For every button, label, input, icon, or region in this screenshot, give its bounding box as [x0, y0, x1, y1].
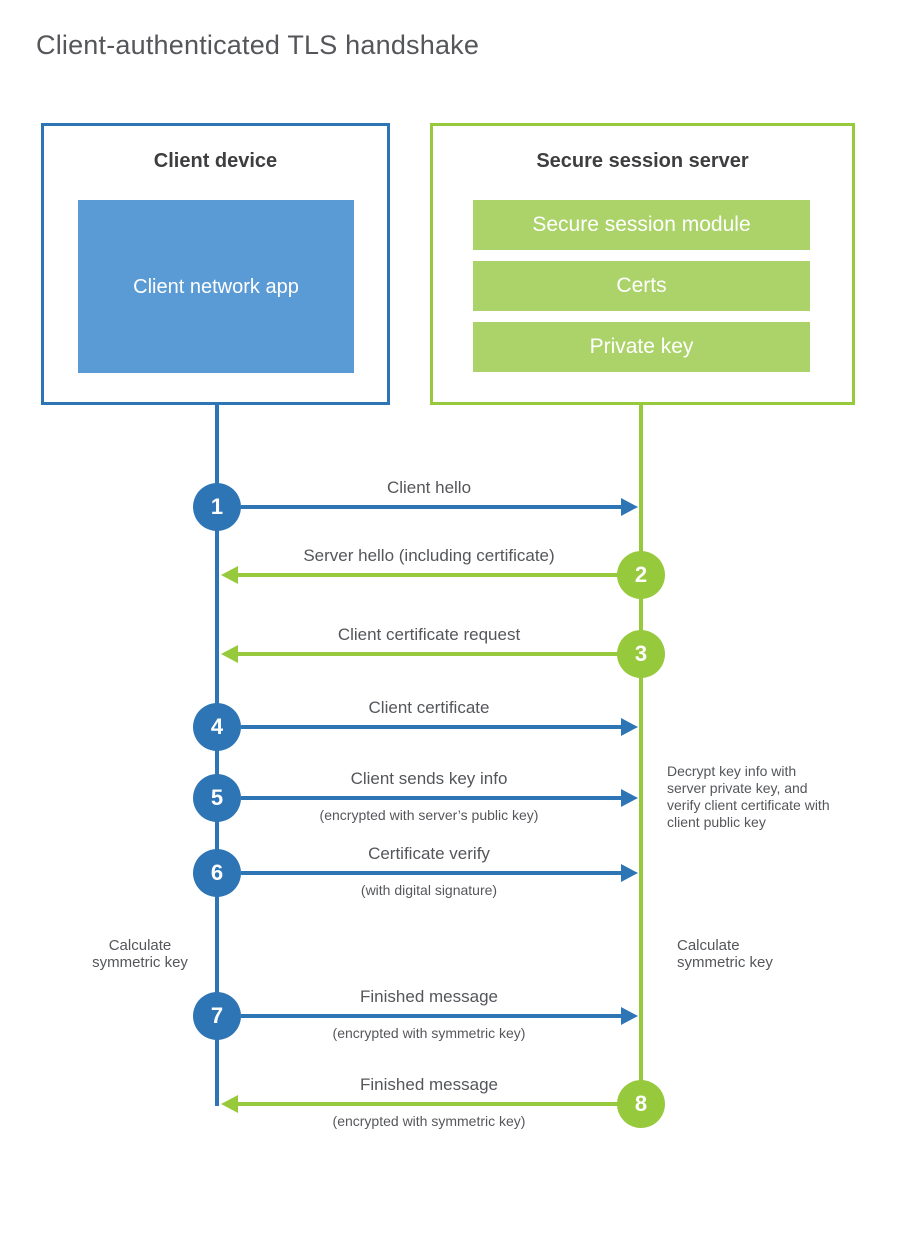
client-network-app-label: Client network app — [133, 275, 299, 298]
arrowhead-right-icon — [621, 1007, 638, 1025]
note-decrypt-key-info: Decrypt key info with server private key… — [667, 763, 830, 830]
step-3-number: 3 — [634, 641, 648, 666]
step-5-number: 5 — [210, 785, 224, 810]
step-3-circle: 3 — [617, 630, 665, 678]
step-7-label: Finished message — [360, 987, 498, 1006]
arrowhead-left-icon — [221, 645, 238, 663]
server-lifeline — [639, 405, 643, 1104]
arrowhead-right-icon — [621, 864, 638, 882]
step-7-sublabel: (encrypted with symmetric key) — [332, 1025, 526, 1041]
step-2-circle: 2 — [617, 551, 665, 599]
arrowhead-right-icon — [621, 498, 638, 516]
step-3-label: Client certificate request — [337, 625, 521, 644]
step-7-arrow — [241, 1014, 621, 1018]
step-1-arrow — [241, 505, 621, 509]
step-2-label: Server hello (including certificate) — [303, 546, 555, 565]
step-8-circle: 8 — [617, 1080, 665, 1128]
server-box-title: Secure session server — [536, 150, 749, 172]
step-4-label: Client certificate — [368, 698, 490, 717]
step-8-arrow — [237, 1102, 618, 1106]
step-8-number: 8 — [634, 1091, 648, 1116]
step-2-number: 2 — [634, 562, 648, 587]
arrowhead-left-icon — [221, 566, 238, 584]
module-bar-secure-session: Secure session module — [473, 200, 810, 250]
note-calculate-symmetric-key-server: Calculate symmetric key — [677, 937, 773, 971]
step-1-number: 1 — [210, 494, 224, 519]
client-device-title: Client device — [153, 150, 278, 172]
arrowhead-left-icon — [221, 1095, 238, 1113]
step-4-number: 4 — [210, 714, 224, 739]
step-7-circle: 7 — [193, 992, 241, 1040]
step-6-circle: 6 — [193, 849, 241, 897]
step-5-arrow — [241, 796, 621, 800]
step-2-arrow — [237, 573, 618, 577]
step-1-circle: 1 — [193, 483, 241, 531]
step-1-label: Client hello — [386, 478, 472, 497]
note-calculate-symmetric-key-client: Calculate symmetric key — [92, 937, 188, 971]
arrowhead-right-icon — [621, 718, 638, 736]
step-6-sublabel: (with digital signature) — [360, 882, 498, 898]
step-5-circle: 5 — [193, 774, 241, 822]
step-6-label: Certificate verify — [368, 844, 490, 863]
client-lifeline — [215, 405, 219, 1106]
step-6-arrow — [241, 871, 621, 875]
module-bar-certs: Certs — [473, 261, 810, 311]
step-8-sublabel: (encrypted with symmetric key) — [332, 1113, 526, 1129]
client-network-app-box: Client network app — [78, 200, 354, 373]
step-4-arrow — [241, 725, 621, 729]
arrowhead-right-icon — [621, 789, 638, 807]
module-bar-private-key: Private key — [473, 322, 810, 372]
step-7-number: 7 — [210, 1003, 224, 1028]
step-8-label: Finished message — [360, 1075, 498, 1094]
step-4-circle: 4 — [193, 703, 241, 751]
step-5-label: Client sends key info — [350, 769, 508, 788]
step-6-number: 6 — [210, 860, 224, 885]
step-5-sublabel: (encrypted with server’s public key) — [319, 807, 539, 823]
page-title: Client-authenticated TLS handshake — [36, 30, 480, 60]
step-3-arrow — [237, 652, 618, 656]
